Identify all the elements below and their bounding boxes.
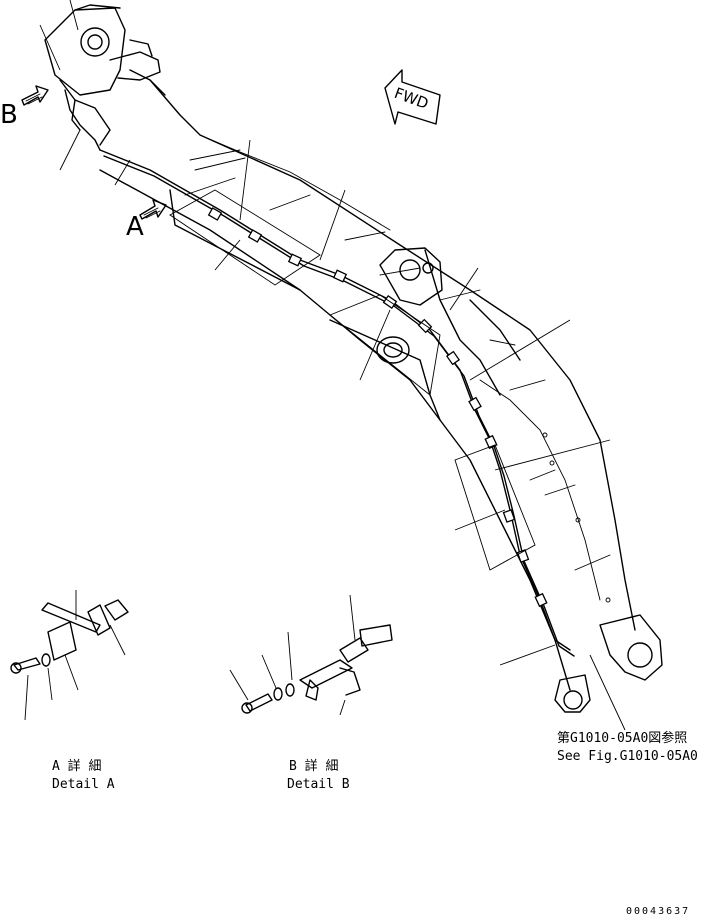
view-arrow-a xyxy=(139,199,167,220)
detail-b-title-en: Detail B xyxy=(287,777,350,792)
reference-en: See Fig.G1010-05A0 xyxy=(557,749,698,764)
document-number: 00043637 xyxy=(626,906,691,917)
reference-jp: 第G1010-05A0図参照 xyxy=(557,731,688,746)
detail-b-sketch xyxy=(229,594,393,716)
arm-tip-bracket xyxy=(554,614,663,713)
detail-b-title-jp: B 詳 細 xyxy=(289,759,339,774)
view-a-label: A xyxy=(126,212,144,242)
boom-foot-bracket xyxy=(44,4,161,146)
detail-a-sketch xyxy=(10,590,129,721)
callout-frames xyxy=(169,189,536,571)
pipe-clamps xyxy=(207,207,548,608)
view-b-label: B xyxy=(0,100,18,130)
top-plate-brackets xyxy=(184,149,611,603)
detail-a-title-jp: A 詳 細 xyxy=(52,759,102,774)
boom-outline xyxy=(99,79,636,691)
cylinder-bracket xyxy=(379,247,443,306)
view-arrow-b xyxy=(21,85,49,106)
boss-plate xyxy=(376,336,410,364)
leader-lines xyxy=(39,0,626,731)
detail-a-title-en: Detail A xyxy=(52,777,115,792)
fwd-arrow xyxy=(384,69,441,125)
